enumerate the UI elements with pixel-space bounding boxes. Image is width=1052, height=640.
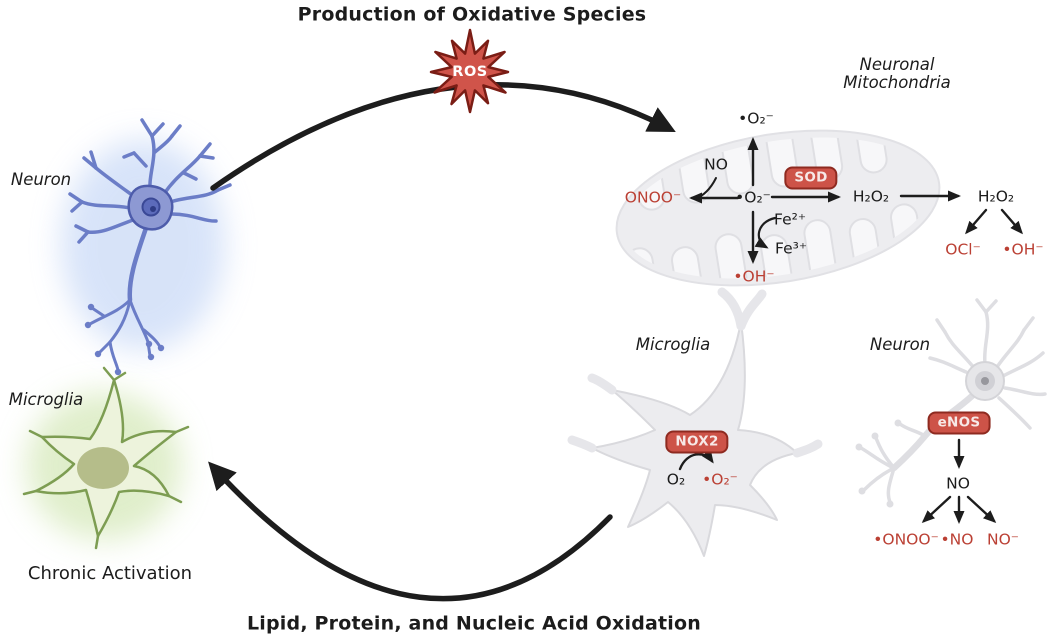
hydroxyl-bottom-label: •OH⁻: [733, 267, 775, 286]
chronic-activation-label: Chronic Activation: [27, 563, 193, 585]
cycle-arrow-bottom: [208, 461, 613, 602]
neuron-blue-glow: [61, 140, 225, 350]
peroxynitrite-neuron-label: •ONOO⁻: [873, 530, 939, 549]
hypochlorite-label: OCl⁻: [945, 240, 981, 259]
cycle-arrow-top: [210, 82, 676, 191]
nitroxyl-label: NO⁻: [987, 530, 1019, 549]
neuronal-mitochondria-label: Neuronal Mitochondria: [843, 54, 951, 92]
hydroxyl-right-label: •OH⁻: [1002, 240, 1044, 259]
enos-enzyme-box: eNOS: [927, 411, 991, 435]
ros-label: ROS: [452, 64, 488, 80]
peroxynitrite-label: ONOO⁻: [624, 188, 682, 207]
hydrogen-peroxide-1-label: H₂O₂: [852, 187, 890, 206]
microglia-left-label: Microglia: [8, 389, 84, 409]
bottom-title: Lipid, Protein, and Nucleic Acid Oxidati…: [246, 612, 702, 635]
superoxide-microglia-label: •O₂⁻: [702, 470, 738, 489]
nox2-enzyme-box: NOX2: [665, 430, 729, 454]
ros-starburst-icon: [429, 28, 510, 114]
sod-enzyme-box: SOD: [784, 166, 838, 190]
nitric-oxide-neuron-label: NO: [946, 474, 970, 493]
microglia-center-label: Microglia: [635, 334, 711, 354]
superoxide-center-label: •O₂⁻: [735, 188, 771, 207]
iron-2-label: Fe²⁺: [774, 210, 806, 229]
superoxide-top-label: •O₂⁻: [738, 109, 774, 128]
hydrogen-peroxide-2-label: H₂O₂: [977, 187, 1015, 206]
nitric-oxide-radical-label: •NO: [940, 530, 974, 549]
microglia-green-illustration: [22, 366, 190, 550]
neuron-left-label: Neuron: [10, 169, 72, 189]
neuron-blue-illustration: [68, 118, 232, 376]
oxygen-label: O₂: [666, 470, 686, 489]
top-title: Production of Oxidative Species: [297, 3, 647, 26]
neuron-right-label: Neuron: [869, 334, 931, 354]
neuron-gray-illustration: [855, 298, 1047, 508]
iron-3-label: Fe³⁺: [775, 239, 807, 258]
reaction-arrows: [678, 137, 1023, 524]
nitric-oxide-label: NO: [704, 155, 728, 174]
